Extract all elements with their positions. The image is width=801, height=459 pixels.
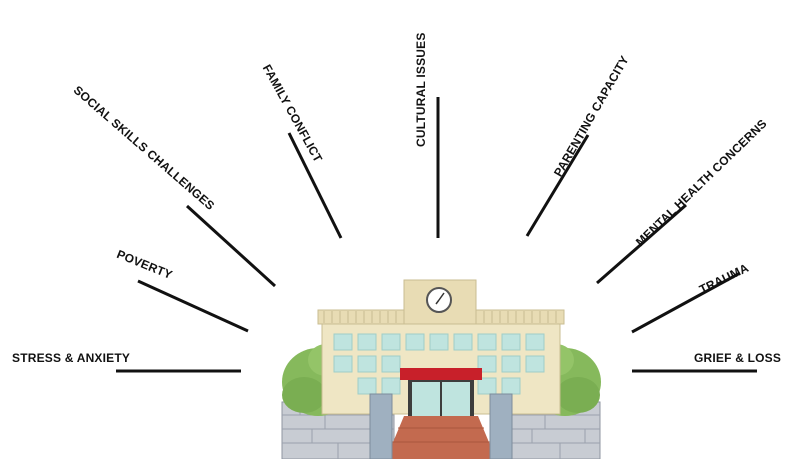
right-gate-pillar [490, 394, 512, 459]
entrance-steps [386, 416, 496, 459]
label-stress-anxiety: STRESS & ANXIETY [12, 351, 130, 365]
awning [400, 368, 482, 380]
left-gate-pillar [370, 394, 392, 459]
label-cultural-issues: CULTURAL ISSUES [414, 32, 428, 147]
label-grief-loss: GRIEF & LOSS [694, 351, 781, 365]
